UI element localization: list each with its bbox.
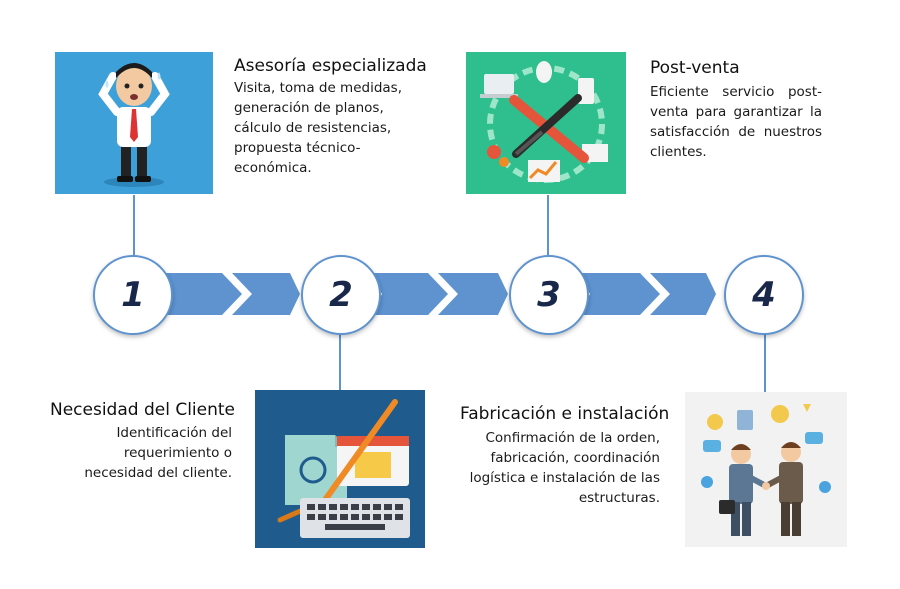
connector-line-2	[339, 330, 341, 390]
handshake-icon	[685, 392, 847, 547]
step-circle-4: 4	[724, 255, 804, 335]
arrow-segment-4	[438, 273, 508, 315]
repair-tools-icon	[466, 52, 626, 194]
arrow-segment-6	[650, 273, 716, 315]
arrow-segment-3	[370, 273, 448, 315]
step-3-title: Post-venta	[650, 58, 740, 78]
step-4-title: Fabricación e instalación	[460, 404, 670, 424]
connector-line-1	[133, 195, 135, 255]
step-1-description: Identificación del requerimiento o neces…	[84, 425, 232, 481]
connector-line-3	[547, 195, 549, 255]
arrow-segment-1	[160, 273, 242, 315]
step-3-description: Eficiente servicio post-venta para garan…	[650, 84, 822, 160]
step-4-description: Confirmación de la orden, fabricación, c…	[469, 430, 660, 506]
step-circle-2: 2	[301, 255, 381, 335]
connector-line-4	[764, 330, 766, 392]
step-2-description: Visita, toma de medidas, generación de p…	[234, 80, 402, 176]
arrow-segment-5	[578, 273, 660, 315]
design-tools-icon	[255, 390, 425, 548]
step-1-title: Necesidad del Cliente	[50, 400, 236, 420]
step-circle-1: 1	[93, 255, 173, 335]
step-2-title: Asesoría especializada	[234, 56, 427, 76]
arrow-segment-2	[232, 273, 300, 315]
step-circle-3: 3	[509, 255, 589, 335]
stressed-businessman-icon	[55, 52, 213, 194]
